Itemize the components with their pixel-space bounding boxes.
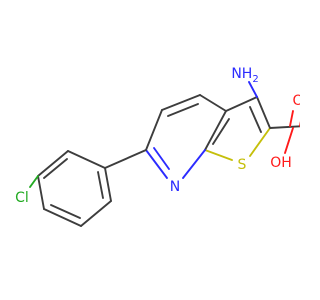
bond-ph1-ph2 [67,150,106,169]
bond-c6-phenyl [104,149,147,169]
bond-c4-c5 [161,94,201,111]
bond-cooh-carbonyl-inner [289,110,294,127]
bond-n-c7a [182,149,206,179]
bond-c2-cooh [269,125,300,129]
thiophene-ring [204,96,271,161]
pyridine-ring [145,94,227,179]
bond-c2-s [249,127,271,157]
bond-ph2-ph3-inner [43,158,68,179]
bond-c6-n [145,149,168,179]
bond-s-c7a [204,149,233,161]
bond-ph5-ph6 [80,200,112,227]
molecule-structure: NH2 N S O OH Cl [15,66,300,227]
chlorophenyl-ring [37,150,112,227]
bond-ph4-ph5 [43,208,82,227]
carbonyl-oxygen-label: O [292,93,300,109]
bond-ph2-ph3 [37,150,69,177]
bond-c7a-c3a [204,110,227,151]
bond-c3a-c4 [199,94,227,112]
bond-c3-n [248,81,258,98]
bond-c7a-c3a-inner [212,118,230,145]
bond-ph4-ph5-inner [50,204,81,219]
bond-cooh-hydroxyl [284,127,294,154]
bond-c6-n-inner [153,147,170,170]
amine-label: NH2 [231,66,258,85]
ring-sulfur-label: S [238,157,247,173]
bond-ph6-ph1 [104,167,112,202]
carboxylic-acid [269,110,300,154]
hydroxyl-label: OH [270,155,292,171]
bond-c4-c5-inner [167,103,199,117]
bond-ph3-cl [29,175,39,188]
bond-c3-c2 [256,96,271,129]
amine-subscript: 2 [252,74,258,85]
bond-ph3-ph4 [37,175,45,210]
ring-nitrogen-label: N [170,179,180,195]
bond-c3-c2-inner [249,106,262,133]
amine-nh-text: NH [231,66,252,82]
bond-c3a-c3 [225,96,258,112]
bond-c5-c6 [145,109,163,151]
chlorine-label: Cl [15,190,29,206]
bond-ph6-ph1-inner [97,171,104,199]
